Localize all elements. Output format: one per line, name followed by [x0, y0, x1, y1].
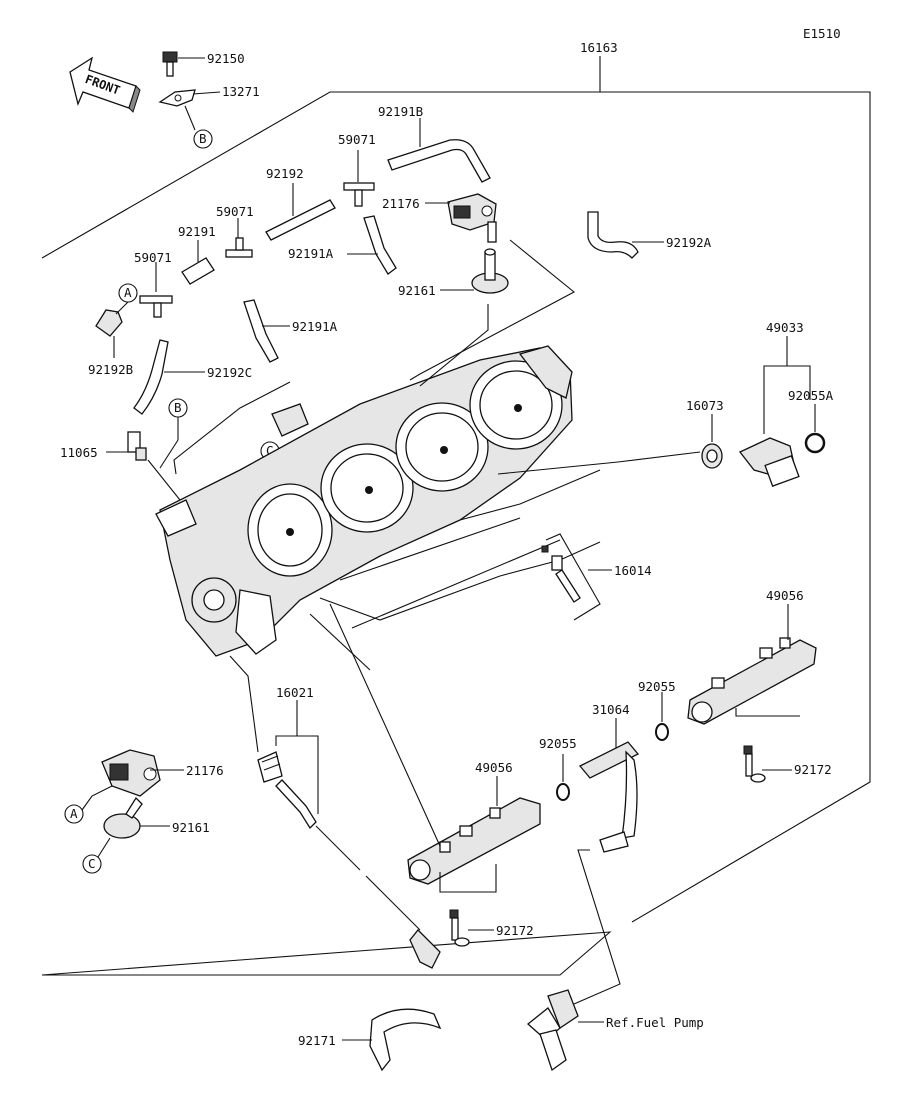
plug-11065: [127, 431, 147, 461]
hose-92191b: [387, 139, 491, 183]
assembly-outline: [41, 91, 871, 976]
hose-92192c: [133, 339, 169, 415]
callout-c-bottom: C: [82, 854, 102, 874]
sensor-21176-bottom: [101, 749, 161, 797]
screw-92172-left: [449, 909, 470, 947]
hose-92191a-top: [363, 215, 397, 275]
label-92191a-top: 92191A: [288, 246, 334, 261]
diagram-code: E1510: [803, 26, 841, 41]
label-92171: 92171: [298, 1033, 336, 1048]
label-49056-left: 49056: [475, 760, 513, 775]
label-92161-top: 92161: [398, 283, 436, 298]
t-fitting-59071-mid: [225, 237, 253, 258]
label-92055a: 92055A: [788, 388, 834, 403]
svg-text:A: A: [124, 285, 132, 300]
sensor-21176-top: [447, 193, 497, 243]
svg-text:C: C: [266, 443, 274, 458]
label-16021: 16021: [276, 685, 314, 700]
fuel-rail-49056-left: [407, 797, 541, 885]
hose-92191a-bottom: [243, 299, 279, 363]
label-59071-mid: 59071: [216, 204, 254, 219]
label-21176-bottom: 21176: [186, 763, 224, 778]
label-16073: 16073: [686, 398, 724, 413]
fuel-pump-connector: [526, 989, 579, 1072]
screw-16014: [541, 545, 581, 603]
clamp-13271: [158, 89, 196, 107]
label-92191: 92191: [178, 224, 216, 239]
svg-text:B: B: [199, 131, 207, 146]
oring-92055-left: [556, 783, 570, 801]
clip-92171: [369, 1008, 442, 1072]
t-fitting-59071-top: [343, 182, 375, 207]
label-21176-top: 21176: [382, 196, 420, 211]
label-49033: 49033: [766, 320, 804, 335]
rubber-92161-bottom: [103, 796, 143, 839]
label-92161-bottom: 92161: [172, 820, 210, 835]
label-59071-top: 59071: [338, 132, 376, 147]
label-16163: 16163: [580, 40, 618, 55]
label-ref-fuel-pump: Ref.Fuel Pump: [606, 1015, 704, 1030]
label-92150: 92150: [207, 51, 245, 66]
label-92191a-bottom: 92191A: [292, 319, 338, 334]
callout-a-bottom: A: [64, 804, 84, 824]
injector-49033: [738, 437, 800, 487]
oring-92055a: [804, 432, 826, 454]
label-92055-right: 92055: [638, 679, 676, 694]
front-arrow-icon: FRONT: [69, 56, 141, 113]
label-13271: 13271: [222, 84, 260, 99]
label-59071-left: 59071: [134, 250, 172, 265]
rubber-92161-top: [471, 248, 509, 294]
fitting-31064: [578, 741, 640, 853]
svg-text:C: C: [88, 856, 96, 871]
label-92192a: 92192A: [666, 235, 712, 250]
label-31064: 31064: [592, 702, 630, 717]
t-fitting-59071-left: [139, 295, 173, 318]
screw-92172-right: [743, 745, 766, 783]
fuel-rail-49056-right: [687, 637, 817, 725]
cap-92192b: [95, 309, 123, 337]
ring-16073: [701, 443, 723, 469]
label-92172-right: 92172: [794, 762, 832, 777]
label-92192b: 92192B: [88, 362, 133, 377]
callout-b-mid: B: [168, 398, 188, 418]
regulator-16021: [257, 751, 441, 969]
label-92055-left: 92055: [539, 736, 577, 751]
label-92192c: 92192C: [207, 365, 252, 380]
label-16014: 16014: [614, 563, 652, 578]
hose-92192a: [587, 211, 639, 259]
svg-text:A: A: [70, 806, 78, 821]
label-92192: 92192: [266, 166, 304, 181]
label-11065: 11065: [60, 445, 98, 460]
throttle-body-assembly: [155, 345, 573, 657]
oring-92055-right: [655, 723, 669, 741]
label-92172-left: 92172: [496, 923, 534, 938]
svg-text:B: B: [174, 400, 182, 415]
callout-a-top: A: [118, 283, 138, 303]
bolt-92150: [162, 51, 178, 77]
callout-b-top: B: [193, 129, 213, 149]
hose-92192: [265, 199, 336, 241]
hose-92191: [181, 257, 215, 285]
label-49056-right: 49056: [766, 588, 804, 603]
label-92191b: 92191B: [378, 104, 423, 119]
